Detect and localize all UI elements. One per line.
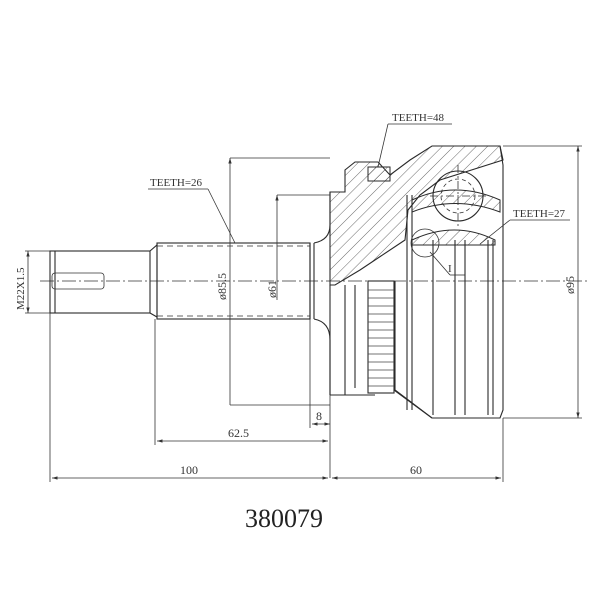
teeth-26-label: TEETH=26 bbox=[150, 177, 203, 189]
dim-8: 8 bbox=[316, 409, 322, 423]
dim-dia-85-5: ø85.5 bbox=[215, 273, 229, 300]
dim-dia-61: ø61 bbox=[265, 280, 279, 298]
dim-thread bbox=[25, 250, 50, 314]
bell-housing bbox=[329, 145, 504, 419]
teeth-27-label: TEETH=27 bbox=[513, 208, 566, 220]
thread-label: M22X1.5 bbox=[15, 267, 27, 310]
part-number: 380079 bbox=[245, 504, 323, 533]
spline-shaft bbox=[156, 192, 331, 395]
dim-dia-95: ø95 bbox=[563, 276, 577, 294]
ball-cage bbox=[410, 165, 501, 276]
teeth-48-label: TEETH=48 bbox=[392, 112, 445, 124]
dim-62-5: 62.5 bbox=[228, 426, 249, 440]
dim-60: 60 bbox=[410, 463, 422, 477]
dim-100: 100 bbox=[180, 463, 198, 477]
abs-ring bbox=[367, 280, 433, 419]
detail-marker-label: I bbox=[448, 263, 452, 275]
